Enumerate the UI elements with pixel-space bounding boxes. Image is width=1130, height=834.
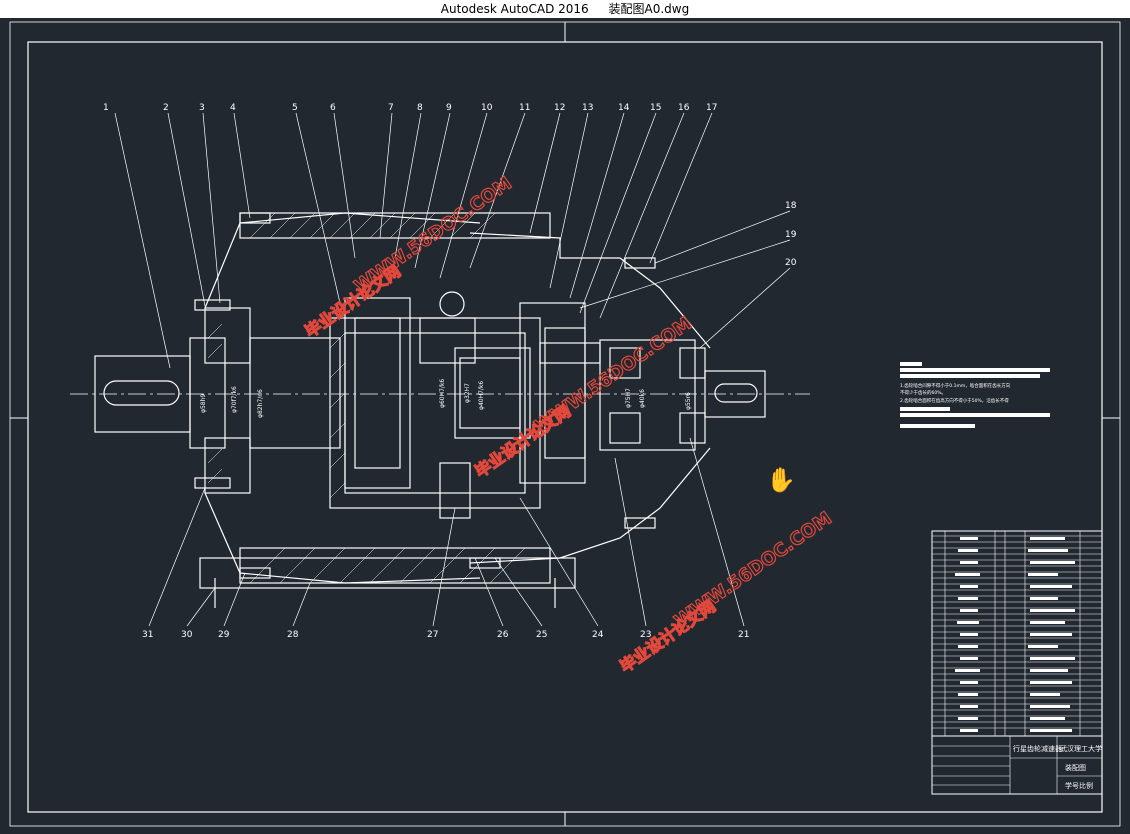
part-label: 11 (519, 103, 530, 113)
watermarks: 毕业设计论文网 WWW.56DOC.COM 毕业设计论文网 WWW.56DOC.… (301, 172, 837, 677)
watermark-url: WWW.56DOC.COM (351, 173, 516, 297)
student-info: 学号比例 (1065, 781, 1093, 790)
part-label: 18 (785, 201, 797, 211)
dimension-text: φ70f7/k6 (231, 386, 238, 413)
dimension-text: φ55r6 (685, 392, 692, 410)
part-label: 7 (388, 103, 394, 113)
part-label: 17 (706, 103, 717, 113)
title-block-text: 行星齿轮减速器 武汉理工大学 装配图 学号比例 (1013, 744, 1102, 790)
part-label: 16 (678, 103, 690, 113)
dimension-text: φ82h7/n6 (257, 389, 264, 418)
dimension-text: φ58h9 (200, 394, 207, 413)
part-label: 13 (582, 103, 593, 113)
note-line: 1.齿轮啮合间隙不得小于0.1mm，啮合面积在齿长方向 (900, 382, 1011, 389)
part-label: 1 (103, 103, 109, 113)
app-title: Autodesk AutoCAD 2016 (440, 2, 589, 16)
part-label: 28 (287, 630, 299, 640)
part-label: 8 (417, 103, 423, 113)
dimension-text: φ32H7 (464, 383, 471, 403)
note-line: 不得少于齿长的60%。 (900, 389, 946, 396)
part-label: 15 (650, 103, 661, 113)
part-label: 29 (218, 630, 230, 640)
parts-list-table (931, 530, 1103, 795)
part-label: 9 (446, 103, 452, 113)
parts-list-fills (955, 537, 1075, 732)
part-label: 14 (618, 103, 630, 113)
dimension-labels: φ58h9 φ70f7/k6 φ82h7/n6 φ60H7/k6 φ32H7 φ… (200, 379, 692, 418)
dimension-text: φ75H7 (625, 388, 632, 408)
part-label: 3 (199, 103, 205, 113)
part-label: 19 (785, 230, 797, 240)
part-label: 30 (181, 630, 193, 640)
school-name: 武汉理工大学 (1060, 744, 1102, 753)
part-label: 12 (554, 103, 565, 113)
part-label: 6 (330, 103, 336, 113)
assembly-section (94, 212, 766, 608)
dimension-text: φ60H7/k6 (439, 379, 446, 408)
watermark-url: WWW.56DOC.COM (671, 508, 836, 632)
section-hatching (207, 212, 526, 584)
part-label: 27 (427, 630, 438, 640)
part-label: 31 (142, 630, 153, 640)
drawing-canvas[interactable]: 1 2 3 4 5 6 7 8 9 10 11 12 13 14 15 16 1… (0, 18, 1130, 834)
drawing-type: 装配图 (1065, 763, 1086, 772)
title-bar: Autodesk AutoCAD 2016 装配图A0.dwg (0, 0, 1130, 18)
dimension-text: φ40k6 (639, 389, 646, 408)
part-label: 2 (163, 103, 169, 113)
part-label: 20 (785, 258, 797, 268)
watermark-url: WWW.56DOC.COM (531, 313, 696, 437)
leader-lines (114, 112, 791, 627)
part-label: 26 (497, 630, 509, 640)
part-label: 23 (640, 630, 651, 640)
technical-notes: 1.齿轮啮合间隙不得小于0.1mm，啮合面积在齿长方向 不得少于齿长的60%。 … (900, 362, 1050, 428)
part-label: 21 (738, 630, 749, 640)
part-labels: 1 2 3 4 5 6 7 8 9 10 11 12 13 14 15 16 1… (103, 103, 797, 640)
part-label: 5 (292, 103, 298, 113)
drawing-border (9, 21, 1121, 827)
product-name: 行星齿轮减速器 (1013, 744, 1062, 753)
note-line: 2.齿轮啮合面积在齿高方向不得小于50%，沿齿长不得 (900, 397, 1009, 404)
pan-hand-cursor-icon: ✋ (766, 466, 796, 494)
dimension-text: φ40H7/k6 (478, 381, 485, 410)
part-label: 25 (536, 630, 547, 640)
part-label: 24 (592, 630, 604, 640)
file-name: 装配图A0.dwg (608, 2, 690, 16)
part-label: 4 (230, 103, 236, 113)
part-label: 10 (481, 103, 493, 113)
